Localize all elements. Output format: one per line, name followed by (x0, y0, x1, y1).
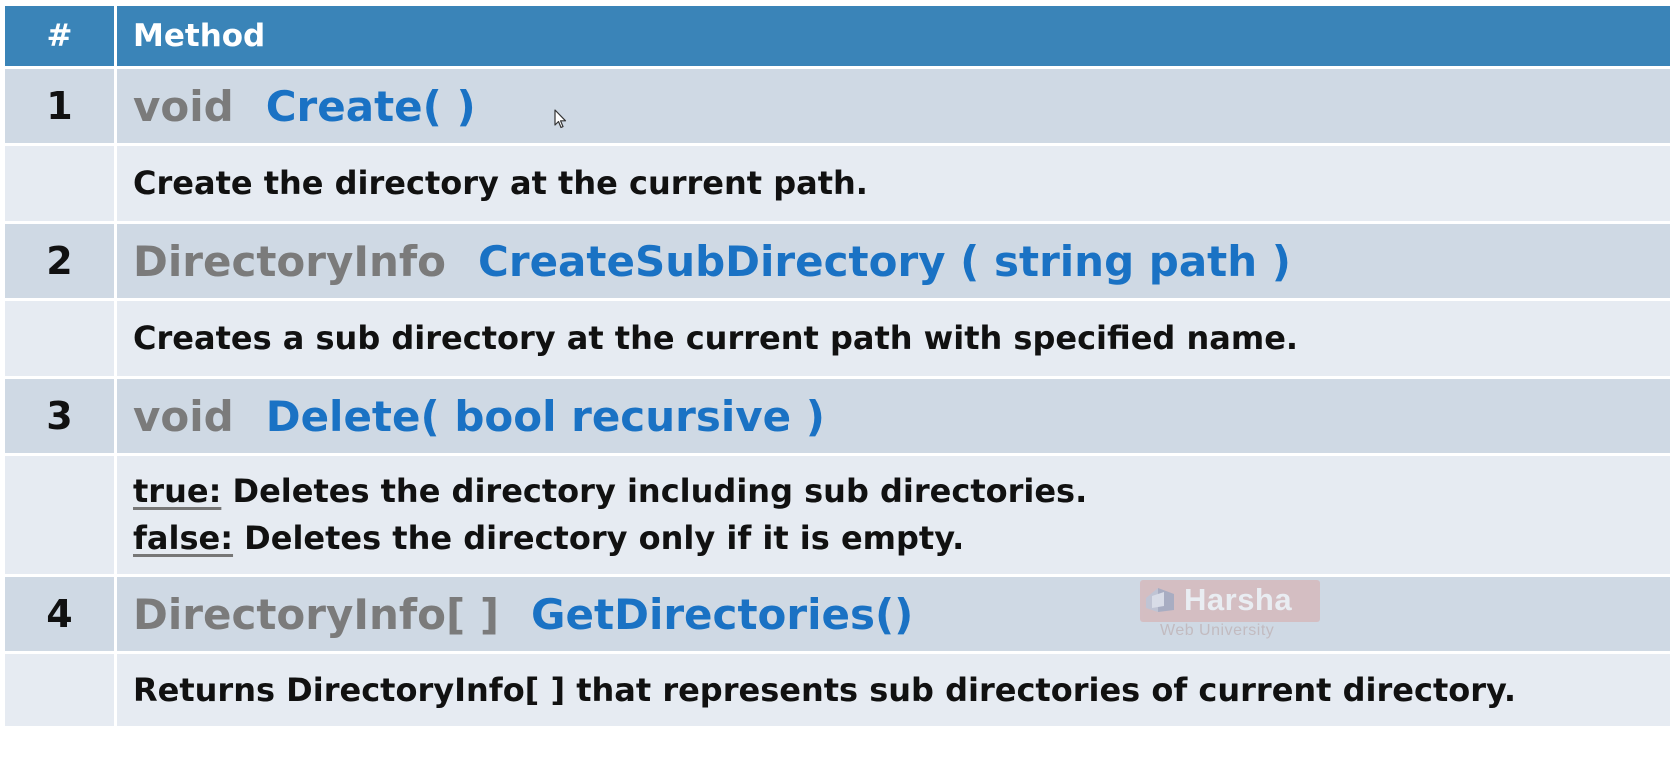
method-description: Create the directory at the current path… (133, 164, 868, 202)
method-name: Create( ) (265, 81, 476, 131)
harsha-logo-icon (1146, 588, 1174, 612)
param-value-false: false: (133, 519, 234, 557)
row-number: 4 (2, 574, 117, 654)
description-row: true: Deletes the directory including su… (2, 453, 1672, 577)
empty-cell (2, 298, 117, 379)
signature-row: 1 void Create( ) (2, 66, 1672, 146)
row-number: 1 (2, 66, 117, 146)
empty-cell (2, 651, 117, 729)
empty-cell (2, 453, 117, 577)
description-cell: Returns DirectoryInfo[ ] that represents… (114, 651, 1672, 729)
description-line-true: true: Deletes the directory including su… (117, 468, 1670, 515)
method-name: GetDirectories() (531, 589, 914, 639)
param-false-text: Deletes the directory only if it is empt… (233, 519, 965, 557)
method-name: CreateSubDirectory ( string path ) (478, 236, 1291, 286)
row-number: 2 (2, 221, 117, 301)
method-name: Delete( bool recursive ) (265, 391, 825, 441)
header-number: # (2, 3, 117, 69)
signature-row: 3 void Delete( bool recursive ) (2, 376, 1672, 456)
description-row: Creates a sub directory at the current p… (2, 298, 1672, 379)
header-method-cell: Method (114, 3, 1672, 69)
description-row: Create the directory at the current path… (2, 143, 1672, 224)
return-type: void (133, 81, 234, 131)
signature-cell: DirectoryInfo[ ] GetDirectories() (114, 574, 1672, 654)
description-cell: true: Deletes the directory including su… (114, 453, 1672, 577)
param-true-text: Deletes the directory including sub dire… (221, 472, 1088, 510)
row-number: 3 (2, 376, 117, 456)
param-value-true: true: (133, 472, 222, 510)
method-description: Returns DirectoryInfo[ ] that represents… (133, 670, 1517, 709)
watermark-tagline: Web University (1160, 622, 1275, 639)
methods-table: # Method 1 void Create( ) Create the dire… (2, 3, 1672, 729)
signature-row: 2 DirectoryInfo CreateSubDirectory ( stri… (2, 221, 1672, 301)
return-type: DirectoryInfo[ ] (133, 589, 500, 639)
signature-cell: void Create( ) (114, 66, 1672, 146)
header-method: Method (133, 18, 266, 54)
return-type: void (133, 391, 234, 441)
harsha-watermark: Harsha Web University (1138, 578, 1322, 644)
description-row: Returns DirectoryInfo[ ] that represents… (2, 651, 1672, 729)
signature-cell: DirectoryInfo CreateSubDirectory ( string… (114, 221, 1672, 301)
table-header-row: # Method (2, 3, 1672, 69)
description-cell: Create the directory at the current path… (114, 143, 1672, 224)
method-description: Creates a sub directory at the current p… (133, 319, 1299, 357)
signature-row: 4 DirectoryInfo[ ] GetDirectories() (2, 574, 1672, 654)
signature-cell: void Delete( bool recursive ) (114, 376, 1672, 456)
mouse-cursor-icon (554, 109, 567, 129)
description-line-false: false: Deletes the directory only if it … (117, 515, 1670, 562)
watermark-brand: Harsha (1184, 582, 1293, 617)
empty-cell (2, 143, 117, 224)
return-type: DirectoryInfo (133, 236, 447, 286)
description-cell: Creates a sub directory at the current p… (114, 298, 1672, 379)
